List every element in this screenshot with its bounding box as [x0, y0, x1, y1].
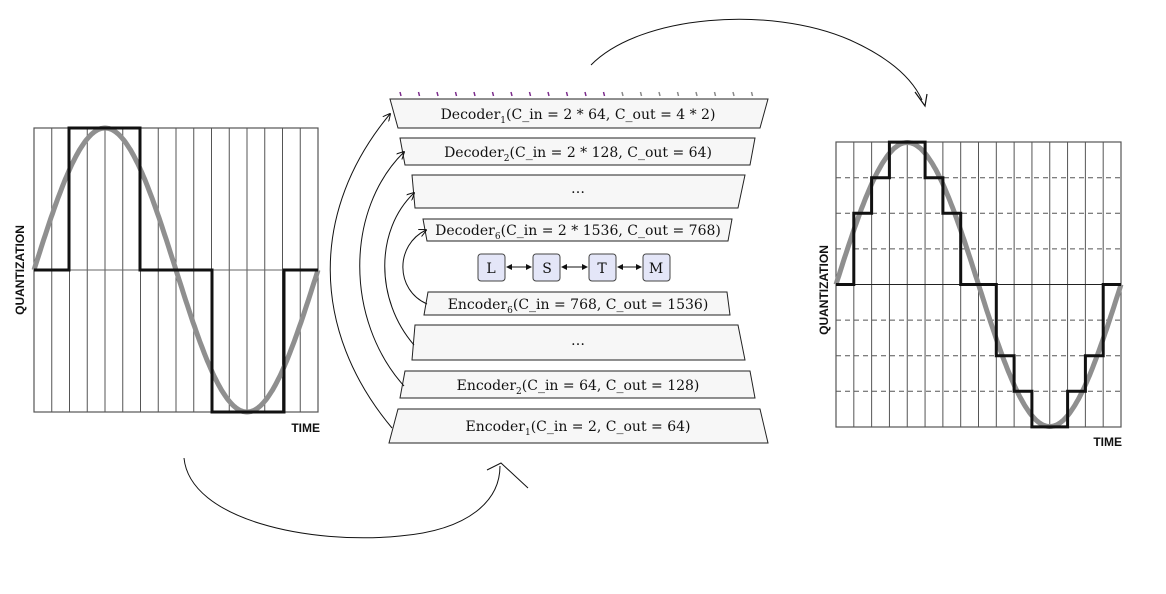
tick-mark — [491, 91, 495, 97]
tick-mark — [436, 91, 439, 97]
tick-mark — [510, 91, 513, 97]
network-to-output-arrowhead — [914, 91, 928, 108]
tick-mark — [417, 91, 421, 97]
tick-mark — [658, 91, 661, 97]
input-to-network-arrowhead — [486, 462, 529, 489]
right-plot-quantized-signal — [836, 140, 1121, 429]
top-tick-marks — [399, 91, 754, 97]
encoder-6-label: Encoder6(C_in = 768, C_out = 1536) — [448, 297, 709, 316]
network-diagram: Decoder1(C_in = 2 * 64, C_out = 4 * 2) D… — [329, 91, 769, 444]
left-plot-xlabel: TIME — [291, 421, 320, 435]
decoder-dots-label: … — [571, 181, 585, 197]
input-to-network-arrow — [183, 457, 501, 539]
encoder-2-label: Encoder2(C_in = 64, C_out = 128) — [457, 378, 700, 397]
tick-mark — [732, 91, 735, 97]
left-plot-ylabel: QUANTIZATION — [13, 225, 27, 315]
tick-mark — [473, 91, 476, 97]
skip-connection-1 — [329, 114, 393, 429]
lstm-label-l: L — [486, 261, 495, 277]
encoder-6-block — [423, 291, 731, 316]
tick-mark — [454, 91, 458, 97]
right-quantization-plot: QUANTIZATION TIME — [817, 139, 1124, 449]
tick-mark — [565, 91, 569, 97]
decoder-1-label: Decoder1(C_in = 2 * 64, C_out = 4 * 2) — [441, 107, 716, 126]
lstm-label-m: M — [649, 261, 663, 277]
skip-connection-2 — [359, 152, 404, 387]
tick-mark — [602, 91, 606, 97]
left-quantization-plot: QUANTIZATION TIME — [13, 125, 321, 435]
lstm-box-t — [588, 253, 617, 282]
skip-connection-3 — [384, 193, 414, 346]
left-plot-quantized-signal — [34, 126, 318, 414]
right-plot-ylabel: QUANTIZATION — [817, 245, 831, 335]
lstm-box-m — [642, 253, 671, 282]
decoder-6-label: Decoder6(C_in = 2 * 1536, C_out = 768) — [435, 223, 721, 242]
tick-mark — [750, 91, 754, 97]
encoder-2-block — [399, 370, 756, 399]
lstm-label-s: S — [542, 261, 552, 277]
tick-mark — [399, 91, 402, 97]
tick-mark — [528, 91, 532, 97]
lstm-box-l — [477, 253, 506, 282]
lstm-label-t: T — [597, 261, 607, 277]
tick-mark — [639, 91, 643, 97]
tick-mark — [695, 91, 698, 97]
lstm-box-s — [532, 253, 561, 282]
tick-mark — [621, 91, 624, 97]
encoder-1-block — [388, 408, 769, 444]
encoder-1-label: Encoder1(C_in = 2, C_out = 64) — [466, 419, 691, 438]
tick-mark — [676, 91, 680, 97]
tick-mark — [547, 91, 550, 97]
encoder-dots-block — [411, 324, 746, 361]
tick-mark — [713, 91, 717, 97]
decoder-1-block — [389, 98, 769, 129]
encoder-dots-label: … — [571, 333, 585, 349]
network-to-output-arrow — [590, 18, 923, 101]
tick-mark — [584, 91, 587, 97]
decoder-2-label: Decoder2(C_in = 2 * 128, C_out = 64) — [444, 145, 712, 164]
skip-connection-6 — [402, 230, 427, 305]
right-plot-xlabel: TIME — [1093, 435, 1122, 449]
